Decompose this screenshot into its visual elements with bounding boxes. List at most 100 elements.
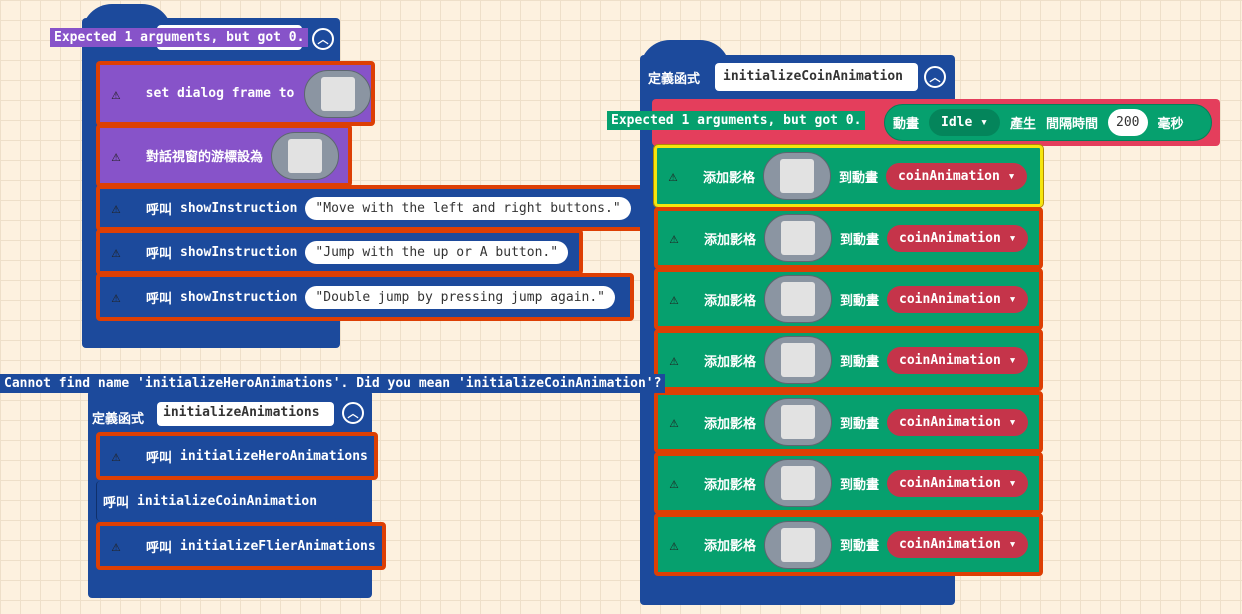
add-frame-block[interactable]: ⚠ 添加影格 到動畫 coinAnimation ▾ [654, 329, 1043, 391]
string-input[interactable]: "Jump with the up or A button." [305, 240, 569, 264]
to-animation-label: 到動畫 [840, 539, 880, 554]
warning-icon[interactable]: ⚠ [111, 199, 121, 217]
dropdown-value: coinAnimation [898, 168, 1000, 184]
add-frame-block[interactable]: ⚠ 添加影格 到動畫 coinAnimation ▾ [654, 268, 1043, 330]
warning-icon[interactable]: ⚠ [111, 243, 121, 261]
add-frame-label: 添加影格 [704, 416, 757, 432]
call-label: 呼叫 [146, 291, 173, 307]
add-frame-block[interactable]: ⚠ 添加影格 到動畫 coinAnimation ▾ [654, 513, 1043, 576]
to-animation-label: 到動畫 [840, 293, 880, 309]
dropdown-arrow-icon: ▾ [1008, 291, 1017, 307]
warning-icon[interactable]: ⚠ [111, 537, 121, 555]
dropdown-arrow-icon: ▾ [1008, 414, 1017, 430]
create-label: 產生 [1009, 117, 1036, 132]
to-animation-label: 到動畫 [839, 170, 879, 186]
error-tooltip: Expected 1 arguments, but got 0. [607, 111, 866, 130]
warning-icon[interactable]: ⚠ [669, 535, 679, 554]
to-animation-label: 到動畫 [840, 232, 880, 248]
add-frame-block[interactable]: ⚠ 添加影格 到動畫 coinAnimation ▾ [653, 144, 1044, 208]
call-label: 呼叫 [146, 246, 173, 262]
animation-type-dropdown[interactable]: Idle ▾ [929, 109, 1000, 136]
warning-icon[interactable]: ⚠ [669, 290, 679, 308]
add-frame-label: 添加影格 [704, 477, 757, 493]
dropdown-arrow-icon: ▾ [1007, 168, 1016, 184]
image-picker[interactable] [764, 336, 833, 384]
animation-label: 動畫 [893, 117, 920, 132]
animation-variable-dropdown[interactable]: coinAnimation ▾ [886, 162, 1028, 190]
add-frame-block[interactable]: ⚠ 添加影格 到動畫 coinAnimation ▾ [654, 452, 1043, 514]
image-picker[interactable] [304, 69, 371, 118]
animation-variable-dropdown[interactable]: coinAnimation ▾ [887, 469, 1029, 497]
collapse-icon[interactable]: ︿ [342, 402, 364, 424]
image-picker[interactable] [764, 398, 833, 446]
set-dialog-frame-block[interactable]: ⚠ set dialog frame to [96, 61, 375, 126]
add-frame-label: 添加影格 [703, 170, 756, 186]
function-name: initializeCoinAnimation [137, 493, 318, 509]
call-show-instruction-3[interactable]: ⚠ 呼叫 showInstruction "Double jump by pre… [96, 273, 634, 321]
warning-icon[interactable]: ⚠ [669, 351, 679, 369]
animation-variable-dropdown[interactable]: coinAnimation ▾ [887, 224, 1029, 252]
warning-icon[interactable]: ⚠ [669, 413, 679, 431]
error-tooltip: Cannot find name 'initializeHeroAnimatio… [0, 374, 666, 393]
warning-icon[interactable]: ⚠ [111, 447, 121, 465]
image-picker[interactable] [764, 214, 833, 262]
dropdown-value: Idle [941, 115, 973, 130]
define-label: 定義函式 [648, 72, 701, 87]
define-label: 定義函式 [92, 412, 145, 427]
function-name: showInstruction [180, 200, 298, 216]
image-picker[interactable] [271, 131, 340, 180]
image-picker[interactable] [763, 152, 832, 200]
set-dialog-cursor-block[interactable]: ⚠ 對話視窗的游標設為 [96, 124, 352, 187]
call-hero-animations[interactable]: ⚠ 呼叫 initializeHeroAnimations [96, 432, 378, 480]
dropdown-value: coinAnimation [899, 291, 1001, 307]
dropdown-value: coinAnimation [899, 352, 1001, 368]
dropdown-arrow-icon: ▾ [980, 115, 988, 130]
animation-reporter[interactable]: 動畫 Idle ▾ 產生 間隔時間 200 毫秒 [884, 104, 1212, 141]
dropdown-arrow-icon: ▾ [1008, 537, 1017, 552]
error-tooltip: Expected 1 arguments, but got 0. [50, 28, 309, 47]
dropdown-value: coinAnimation [899, 475, 1001, 491]
call-coin-animation[interactable]: 呼叫 initializeCoinAnimation [96, 481, 336, 521]
dropdown-arrow-icon: ▾ [1008, 352, 1017, 368]
add-frame-block[interactable]: ⚠ 添加影格 到動畫 coinAnimation ▾ [654, 207, 1043, 269]
animation-variable-dropdown[interactable]: coinAnimation ▾ [887, 285, 1029, 313]
to-animation-label: 到動畫 [840, 416, 880, 432]
dropdown-arrow-icon: ▾ [1008, 230, 1017, 246]
call-show-instruction-2[interactable]: ⚠ 呼叫 showInstruction "Jump with the up o… [96, 229, 583, 275]
function-name-field[interactable]: initializeAnimations [157, 402, 334, 426]
warning-icon[interactable]: ⚠ [111, 146, 121, 165]
dropdown-value: coinAnimation [899, 230, 1001, 246]
warning-icon[interactable]: ⚠ [668, 167, 678, 185]
call-label: 呼叫 [146, 202, 173, 218]
function-name-field[interactable]: initializeCoinAnimation [715, 63, 918, 91]
to-animation-label: 到動畫 [840, 354, 880, 370]
call-show-instruction-1[interactable]: ⚠ 呼叫 showInstruction "Move with the left… [96, 185, 656, 231]
function-name: showInstruction [180, 289, 298, 305]
dropdown-value: coinAnimation [899, 537, 1001, 552]
function-name: initializeHeroAnimations [180, 448, 368, 464]
call-label: 呼叫 [103, 495, 130, 511]
string-input[interactable]: "Move with the left and right buttons." [305, 196, 631, 220]
animation-variable-dropdown[interactable]: coinAnimation ▾ [887, 531, 1029, 558]
dropdown-arrow-icon: ▾ [1008, 475, 1017, 491]
warning-icon[interactable]: ⚠ [669, 229, 679, 247]
collapse-icon[interactable]: ︿ [924, 66, 946, 88]
image-picker[interactable] [764, 275, 833, 323]
collapse-icon[interactable]: ︿ [312, 28, 334, 50]
add-frame-label: 添加影格 [704, 232, 757, 248]
string-input[interactable]: "Double jump by pressing jump again." [305, 285, 616, 309]
warning-icon[interactable]: ⚠ [111, 84, 121, 103]
interval-label: 間隔時間 [1046, 117, 1099, 132]
call-flier-animations[interactable]: ⚠ 呼叫 initializeFlierAnimations [96, 522, 386, 570]
image-picker[interactable] [764, 459, 833, 507]
animation-variable-dropdown[interactable]: coinAnimation ▾ [887, 346, 1029, 374]
warning-icon[interactable]: ⚠ [111, 288, 121, 306]
interval-input[interactable]: 200 [1108, 109, 1148, 136]
animation-variable-dropdown[interactable]: coinAnimation ▾ [887, 408, 1029, 436]
add-frame-label: 添加影格 [704, 539, 757, 554]
warning-icon[interactable]: ⚠ [669, 474, 679, 492]
image-picker[interactable] [764, 520, 833, 569]
function-name: showInstruction [180, 244, 298, 260]
add-frame-label: 添加影格 [704, 354, 757, 370]
add-frame-block[interactable]: ⚠ 添加影格 到動畫 coinAnimation ▾ [654, 391, 1043, 453]
